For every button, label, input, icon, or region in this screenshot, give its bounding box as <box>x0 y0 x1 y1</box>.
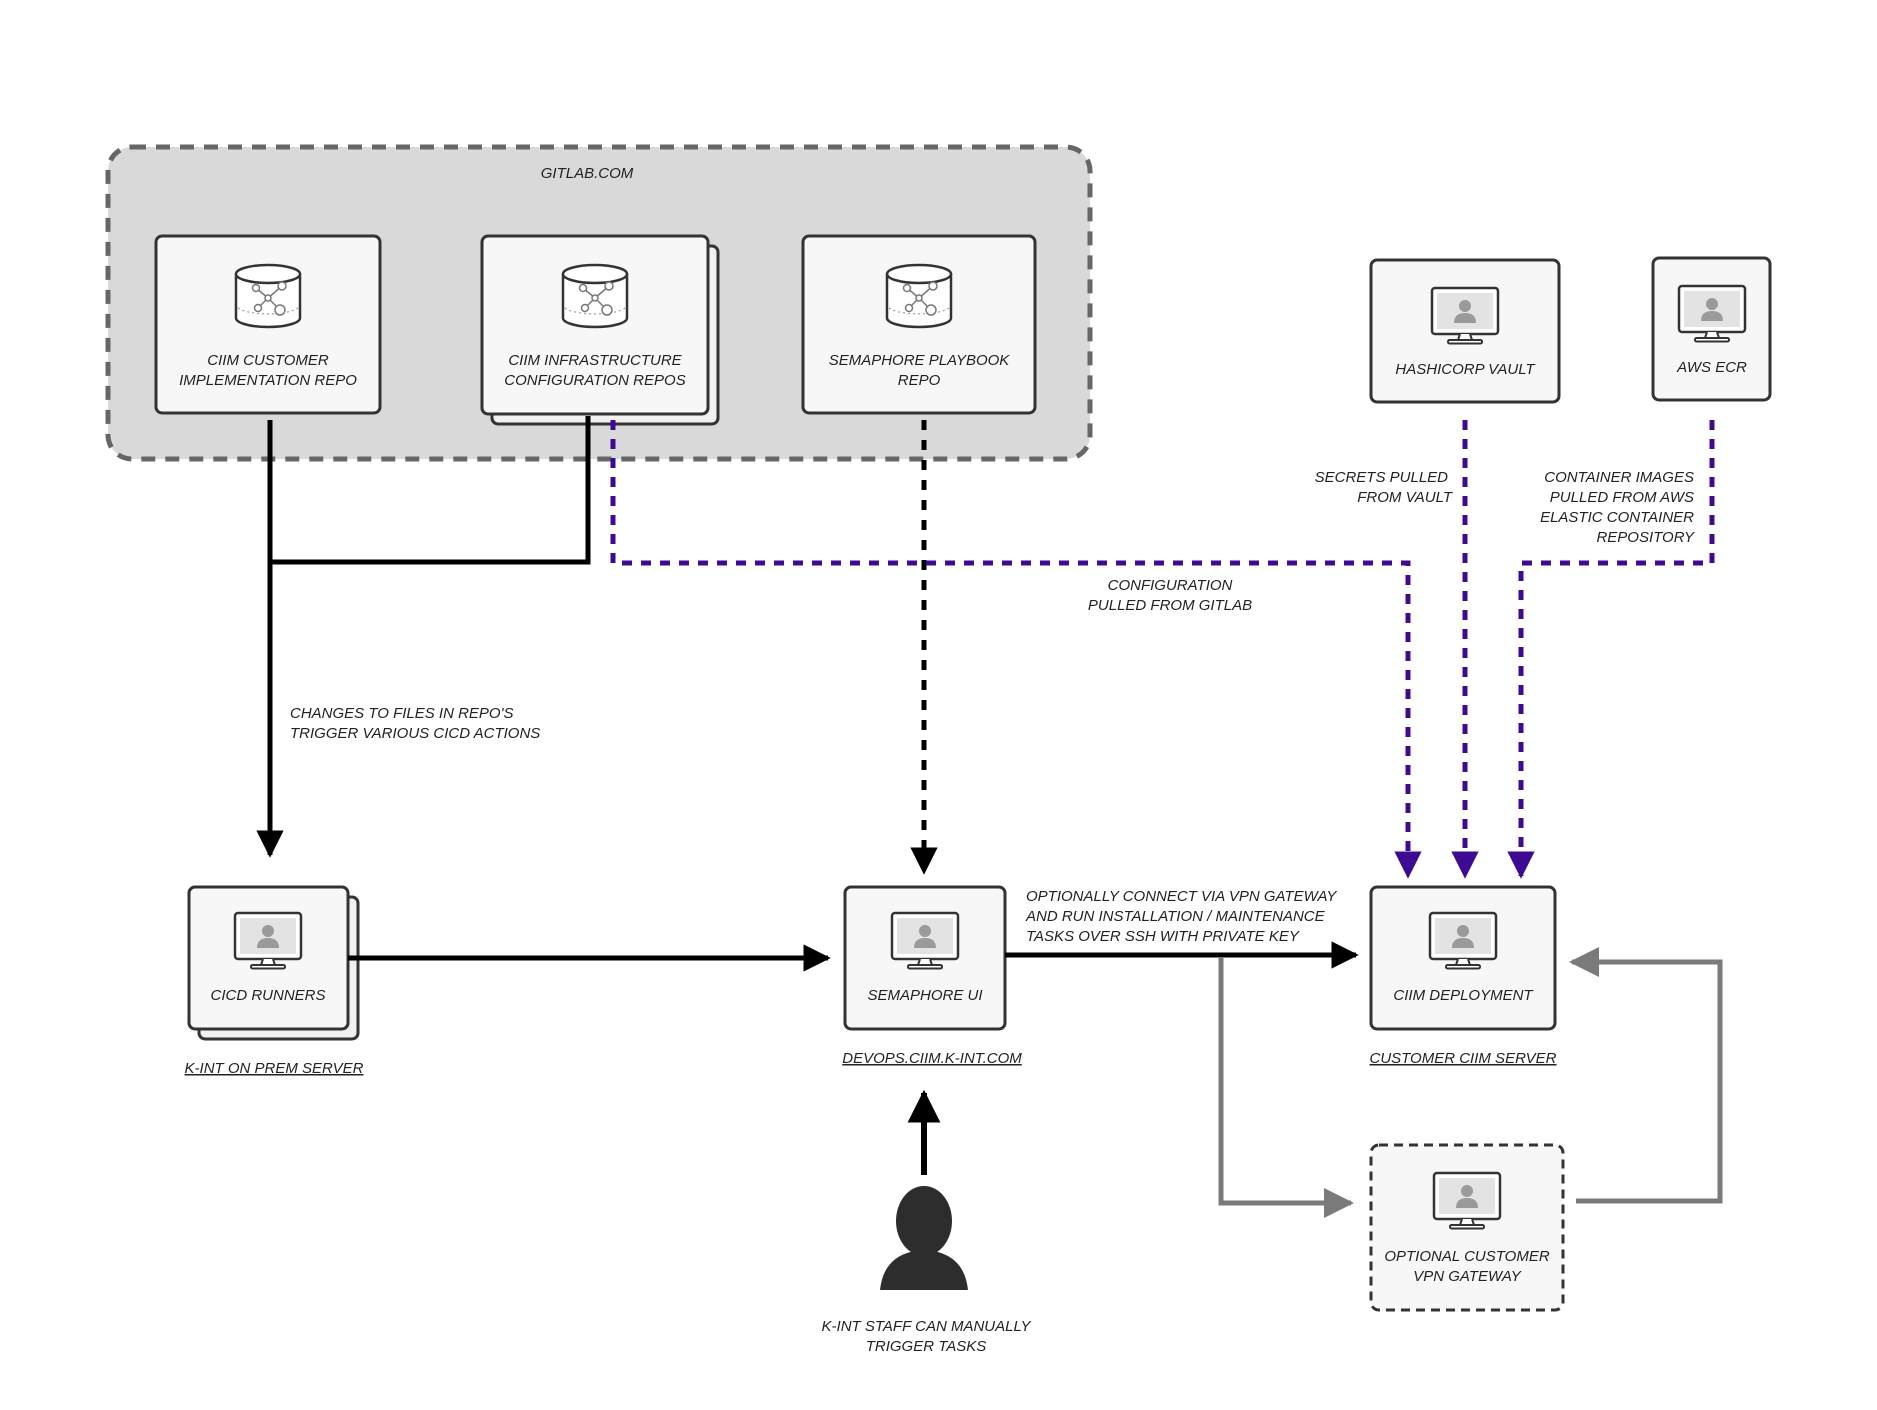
annotation-images-line2: PULLED FROM AWS <box>1550 489 1694 506</box>
annotation-images-line1: CONTAINER IMAGES <box>1544 469 1694 486</box>
edge-repos-to-cicd <box>267 416 591 855</box>
annotation-vpn-line1: OPTIONALLY CONNECT VIA VPN GATEWAY <box>1026 888 1337 905</box>
edge-to-vpn <box>1218 958 1354 1218</box>
repo-label-line1: CIIM INFRASTRUCTURE <box>508 352 682 369</box>
annotation-vpn-line3: TASKS OVER SSH WITH PRIVATE KEY <box>1026 928 1300 945</box>
semaphore-caption: DEVOPS.CIIM.K-INT.COM <box>842 1050 1022 1067</box>
staff-line2: TRIGGER TASKS <box>866 1338 987 1355</box>
annotation-secrets-line1: SECRETS PULLED <box>1315 469 1449 486</box>
node-semaphore-ui[interactable]: SEMAPHORE UI <box>843 885 1007 1031</box>
repo-label-line2: CONFIGURATION REPOS <box>504 372 685 389</box>
node-label: CICD RUNNERS <box>210 987 325 1004</box>
node-vpn-gateway[interactable]: OPTIONAL CUSTOMER VPN GATEWAY <box>1369 1143 1565 1312</box>
repo-semaphore-playbook[interactable]: SEMAPHORE PLAYBOOK REPO <box>801 234 1037 415</box>
repository-icon <box>885 263 953 329</box>
annotation-config-line2: PULLED FROM GITLAB <box>1088 597 1252 614</box>
vpn-label-line1: OPTIONAL CUSTOMER <box>1384 1248 1549 1265</box>
repo-label-line2: REPO <box>898 372 941 389</box>
monitor-user-icon <box>1677 284 1747 343</box>
node-hashicorp-vault[interactable]: HASHICORP VAULT <box>1369 258 1561 404</box>
edge-vpn-to-ciim <box>1569 947 1723 1204</box>
node-label: CIIM DEPLOYMENT <box>1393 987 1534 1004</box>
gitlab-title: GITLAB.COM <box>541 165 634 182</box>
annotation-secrets-line2: FROM VAULT <box>1357 489 1454 506</box>
monitor-user-icon <box>1432 1171 1502 1230</box>
staff-line1: K-INT STAFF CAN MANUALLY <box>822 1318 1032 1335</box>
repo-label-line2: IMPLEMENTATION REPO <box>179 372 357 389</box>
annotation-vpn-line2: AND RUN INSTALLATION / MAINTENANCE <box>1025 908 1326 925</box>
node-label: SEMAPHORE UI <box>867 987 982 1004</box>
repo-ciim-customer[interactable]: CIIM CUSTOMER IMPLEMENTATION REPO <box>154 234 382 415</box>
repo-label-line1: SEMAPHORE PLAYBOOK <box>829 352 1011 369</box>
repo-label-line1: CIIM CUSTOMER <box>207 352 329 369</box>
node-ciim-deployment[interactable]: CIIM DEPLOYMENT <box>1369 885 1557 1031</box>
monitor-user-icon <box>1428 911 1498 970</box>
monitor-user-icon <box>890 911 960 970</box>
node-cicd-runners[interactable]: CICD RUNNERS <box>187 885 360 1041</box>
annotation-images-line4: REPOSITORY <box>1596 529 1695 546</box>
node-label: AWS ECR <box>1676 359 1747 376</box>
ciim-caption: CUSTOMER CIIM SERVER <box>1370 1050 1557 1067</box>
repository-icon <box>234 263 302 329</box>
person-icon <box>880 1186 968 1290</box>
annotation-cicd-trigger-line1: CHANGES TO FILES IN REPO'S <box>290 705 513 722</box>
annotation-images-line3: ELASTIC CONTAINER <box>1540 509 1694 526</box>
monitor-user-icon <box>1430 286 1500 345</box>
monitor-user-icon <box>233 911 303 970</box>
repository-icon <box>561 263 629 329</box>
cicd-caption: K-INT ON PREM SERVER <box>185 1060 364 1077</box>
node-label: HASHICORP VAULT <box>1395 361 1536 378</box>
vpn-label-line2: VPN GATEWAY <box>1413 1268 1522 1285</box>
annotation-config-line1: CONFIGURATION <box>1108 577 1233 594</box>
node-aws-ecr[interactable]: AWS ECR <box>1651 256 1772 402</box>
edge-config-pull <box>610 420 1422 879</box>
annotation-cicd-trigger-line2: TRIGGER VARIOUS CICD ACTIONS <box>290 725 540 742</box>
repo-ciim-infrastructure[interactable]: CIIM INFRASTRUCTURE CONFIGURATION REPOS <box>480 234 720 426</box>
